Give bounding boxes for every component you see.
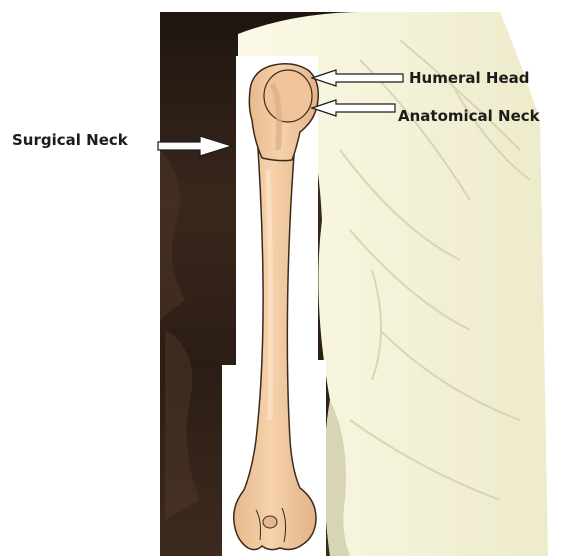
label-anatomical-neck: Anatomical Neck (398, 107, 540, 125)
label-humeral-head: Humeral Head (409, 69, 530, 87)
label-surgical-neck: Surgical Neck (12, 131, 128, 149)
